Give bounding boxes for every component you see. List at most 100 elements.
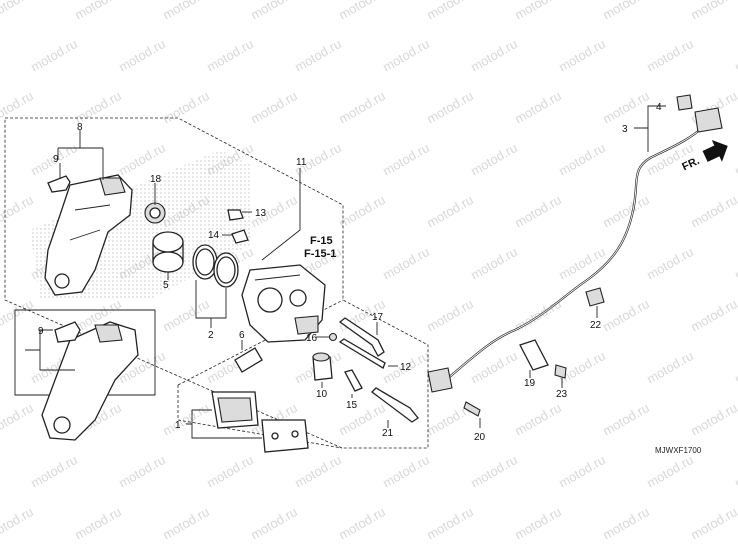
- sensor-connector: [694, 107, 723, 133]
- watermark-text: motod.ru: [116, 36, 168, 75]
- watermark-text: motod.ru: [160, 0, 212, 23]
- callout-9-lower: 9: [38, 326, 44, 337]
- bolt-12: [338, 338, 386, 369]
- watermark-text: motod.ru: [160, 296, 212, 335]
- boot-18: [144, 202, 166, 224]
- watermark-text: motod.ru: [336, 88, 388, 127]
- bolt-21: [371, 387, 419, 423]
- watermark-text: motod.ru: [28, 452, 80, 491]
- cap-16: [328, 332, 338, 342]
- watermark-text: motod.ru: [336, 0, 388, 23]
- callout-17: 17: [372, 312, 384, 323]
- watermark-text: motod.ru: [204, 36, 256, 75]
- watermark-text: motod.ru: [688, 0, 738, 23]
- watermark-text: motod.ru: [424, 88, 476, 127]
- callout-1: 1: [175, 420, 181, 431]
- callout-21: 21: [382, 428, 394, 439]
- piston: [152, 231, 184, 273]
- callout-3: 3: [622, 124, 628, 135]
- watermark-text: motod.ru: [468, 244, 520, 283]
- watermark-text: motod.ru: [72, 88, 124, 127]
- callout-20: 20: [474, 432, 486, 443]
- watermark-text: motod.ru: [160, 504, 212, 543]
- watermark-text: motod.ru: [72, 0, 124, 23]
- callout-4: 4: [656, 102, 662, 113]
- watermark-text: motod.ru: [468, 36, 520, 75]
- callout-5: 5: [163, 280, 169, 291]
- watermark-text: motod.ru: [380, 452, 432, 491]
- stay-19: [519, 339, 549, 371]
- caliper-bracket: [44, 174, 133, 296]
- watermark-text: motod.ru: [688, 504, 738, 543]
- wheel-speed-sensor: [427, 367, 453, 393]
- watermark-text: motod.ru: [512, 0, 564, 23]
- callout-22: 22: [590, 320, 602, 331]
- bolt-17: [338, 317, 385, 357]
- caliper-bracket-variant: [41, 321, 139, 441]
- watermark-text: motod.ru: [424, 192, 476, 231]
- watermark-text: motod.ru: [732, 140, 738, 179]
- watermark-text: motod.ru: [512, 504, 564, 543]
- watermark-text: motod.ru: [424, 504, 476, 543]
- callout-12: 12: [400, 362, 412, 373]
- watermark-text: motod.ru: [0, 504, 36, 543]
- watermark-text: motod.ru: [600, 504, 652, 543]
- watermark-text: motod.ru: [688, 192, 738, 231]
- watermark-text: motod.ru: [0, 296, 36, 335]
- pad-shim: [234, 347, 263, 373]
- watermark-text: motod.ru: [116, 140, 168, 179]
- watermark-text: motod.ru: [0, 400, 36, 439]
- callout-2: 2: [208, 330, 214, 341]
- watermark-text: motod.ru: [248, 504, 300, 543]
- bolt-23: [554, 364, 567, 379]
- watermark-text: motod.ru: [292, 452, 344, 491]
- watermark-text: motod.ru: [732, 452, 738, 491]
- callout-8: 8: [77, 122, 83, 133]
- watermark-text: motod.ru: [160, 400, 212, 439]
- callout-11: 11: [296, 157, 307, 168]
- watermark-text: motod.ru: [380, 244, 432, 283]
- watermark-text: motod.ru: [732, 348, 738, 387]
- watermark-text: motod.ru: [600, 192, 652, 231]
- watermark-text: motod.ru: [600, 296, 652, 335]
- watermark-text: motod.ru: [556, 140, 608, 179]
- watermark-text: motod.ru: [512, 192, 564, 231]
- brake-pads: [211, 391, 309, 453]
- watermark-text: motod.ru: [204, 452, 256, 491]
- sleeve-10: [312, 352, 333, 381]
- leader-lines: [25, 105, 666, 439]
- watermark-text: motod.ru: [512, 88, 564, 127]
- watermark-text: motod.ru: [556, 244, 608, 283]
- callout-10: 10: [316, 389, 328, 400]
- watermark-text: motod.ru: [644, 244, 696, 283]
- callout-6: 6: [239, 330, 245, 341]
- callout-16: 16: [306, 333, 318, 344]
- callout-14: 14: [208, 230, 220, 241]
- piston-seals: [192, 244, 239, 288]
- watermark-text: motod.ru: [688, 296, 738, 335]
- callout-18: 18: [150, 174, 162, 185]
- watermark-text: motod.ru: [380, 36, 432, 75]
- watermark-text: motod.ru: [292, 36, 344, 75]
- clip-14: [231, 229, 249, 244]
- pin-15: [344, 369, 363, 392]
- watermark-text: motod.ru: [468, 140, 520, 179]
- watermark-text: motod.ru: [336, 400, 388, 439]
- watermark-text: motod.ru: [248, 88, 300, 127]
- watermark-text: motod.ru: [116, 452, 168, 491]
- watermark-text: motod.ru: [512, 400, 564, 439]
- watermark-text: motod.ru: [688, 400, 738, 439]
- pad-spring-upper: [47, 175, 71, 193]
- watermark-text: motod.ru: [732, 244, 738, 283]
- grommet-4: [676, 94, 693, 111]
- watermark-text: motod.ru: [468, 452, 520, 491]
- watermark-text: motod.ru: [732, 36, 738, 75]
- watermark-text: motod.ru: [424, 296, 476, 335]
- caliper-body: [241, 264, 326, 343]
- watermark-text: motod.ru: [644, 348, 696, 387]
- watermark-text: motod.ru: [600, 88, 652, 127]
- callout-19: 19: [524, 378, 536, 389]
- watermark-text: motod.ru: [644, 36, 696, 75]
- ref-f15: F-15: [310, 235, 333, 247]
